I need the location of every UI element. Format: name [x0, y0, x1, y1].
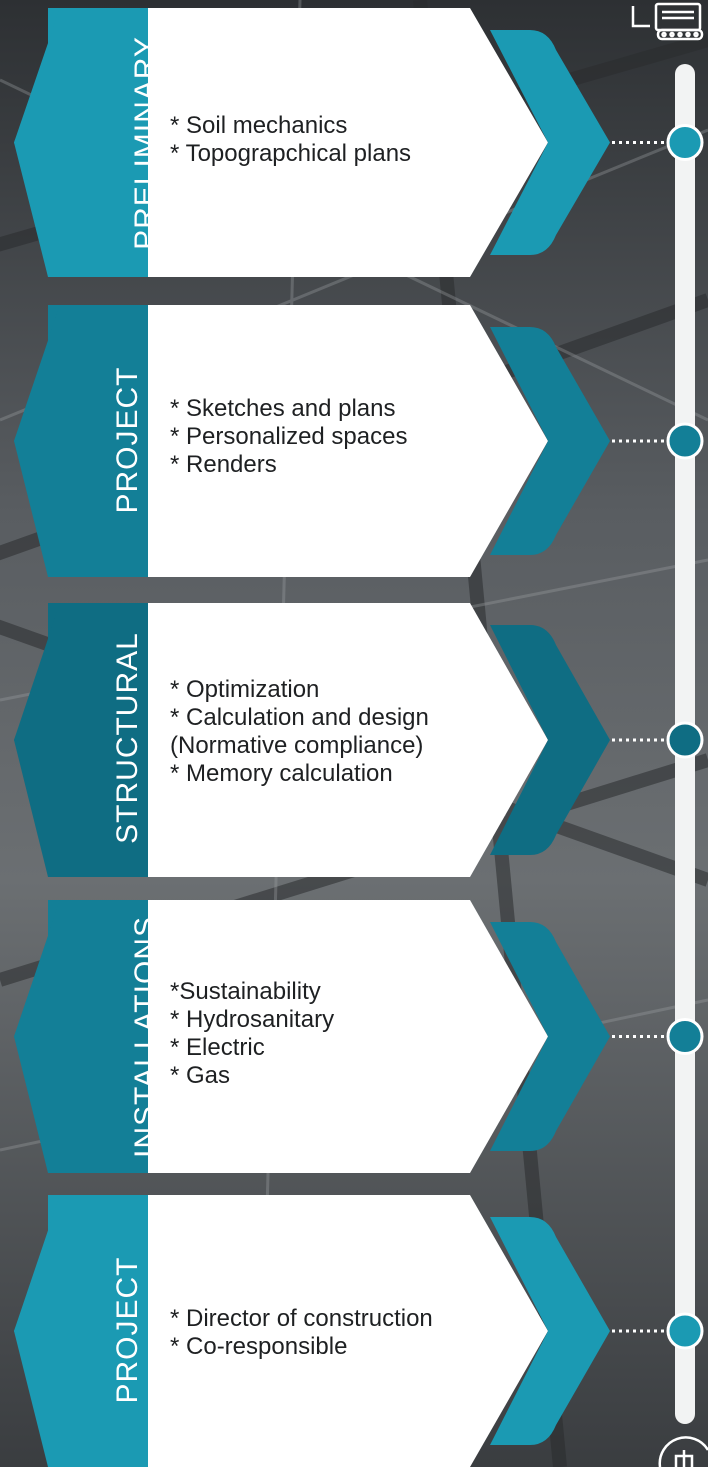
tab-edge — [14, 603, 60, 877]
list-item: * Soil mechanics — [170, 112, 348, 139]
timeline-marker-preliminary — [666, 124, 704, 161]
list-item: * Gas — [170, 1062, 231, 1089]
step-card-structural-project — [148, 603, 548, 877]
step-chevron-preliminary — [490, 30, 610, 255]
step-items-installations: *Sustainability * Hydrosanitary * Electr… — [170, 978, 334, 1090]
list-item: * Director of construction — [170, 1305, 433, 1332]
list-item: * Topograpchical plans — [170, 140, 412, 167]
list-item: * Memory calculation — [170, 760, 393, 787]
step-card-installations — [148, 900, 548, 1173]
list-item: *Sustainability — [170, 978, 321, 1005]
timeline-marker-structural-project — [666, 721, 704, 759]
step-chevron-structural-project — [490, 625, 610, 855]
step-items-structural-project: * Optimization * Calculation and design … — [170, 676, 429, 788]
step-chevron-project-review — [490, 1217, 610, 1445]
tab-edge — [14, 1195, 60, 1467]
excavator-icon — [631, 2, 704, 41]
step-items-project-review: * Director of construction * Co-responsi… — [170, 1305, 433, 1361]
timeline-marker-project-architectural — [666, 422, 704, 460]
timeline-marker-installations — [666, 1018, 704, 1055]
step-chevron-installations — [490, 922, 610, 1151]
tab-edge — [14, 900, 60, 1173]
step-card-preliminary — [148, 8, 548, 277]
list-item: * Co-responsible — [170, 1333, 348, 1360]
step-chevron-project-architectural — [490, 327, 610, 555]
step-tab-body-installations — [48, 900, 148, 1173]
step-tab-body-structural-project — [48, 603, 148, 877]
list-item: * Optimization — [170, 676, 320, 703]
list-item: * Calculation and design — [170, 704, 429, 731]
step-items-project-architectural: * Sketches and plans * Personalized spac… — [170, 395, 407, 479]
list-item: * Hydrosanitary — [170, 1006, 335, 1033]
step-card-project-review — [148, 1195, 548, 1467]
helmet-icon — [658, 1436, 708, 1467]
step-tab-body-preliminary — [48, 8, 148, 277]
step-card-project-architectural — [148, 305, 548, 577]
step-tab-body-project-architectural — [48, 305, 148, 577]
list-item: * Renders — [170, 451, 277, 478]
timeline-marker-project-review — [666, 1312, 704, 1350]
list-item: * Sketches and plans — [170, 395, 396, 422]
list-item: * Personalized spaces — [170, 423, 408, 450]
tab-edge — [14, 305, 60, 577]
list-item: (Normative compliance) — [170, 732, 424, 759]
tab-edge — [14, 8, 60, 277]
step-items-preliminary: * Soil mechanics * Topograpchical plans — [170, 112, 411, 168]
step-tab-body-project-review — [48, 1195, 148, 1467]
list-item: * Electric — [170, 1034, 265, 1061]
